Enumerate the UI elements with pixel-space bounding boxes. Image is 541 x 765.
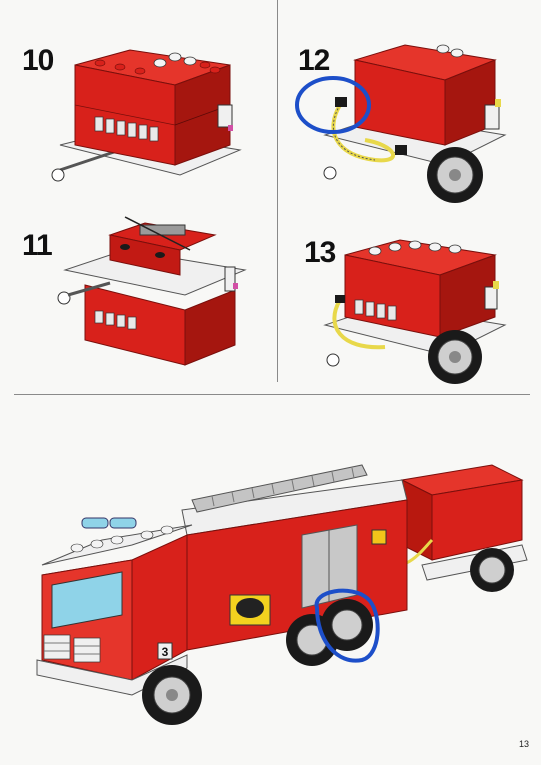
step-13-illustration (323, 239, 507, 384)
horizontal-divider (14, 394, 530, 395)
step-12-illustration (295, 44, 507, 203)
truck-number-plate: 3 (162, 645, 169, 659)
fire-truck-illustration: 3 (36, 464, 528, 725)
step-11-illustration (57, 216, 247, 366)
step-number-10: 10 (22, 44, 54, 77)
vertical-divider (277, 0, 278, 382)
step-number-12: 12 (298, 44, 330, 77)
step-number-11: 11 (22, 229, 53, 262)
step-number-13: 13 (304, 236, 336, 269)
step-10-illustration (51, 49, 242, 182)
page-number: 13 (518, 739, 529, 749)
